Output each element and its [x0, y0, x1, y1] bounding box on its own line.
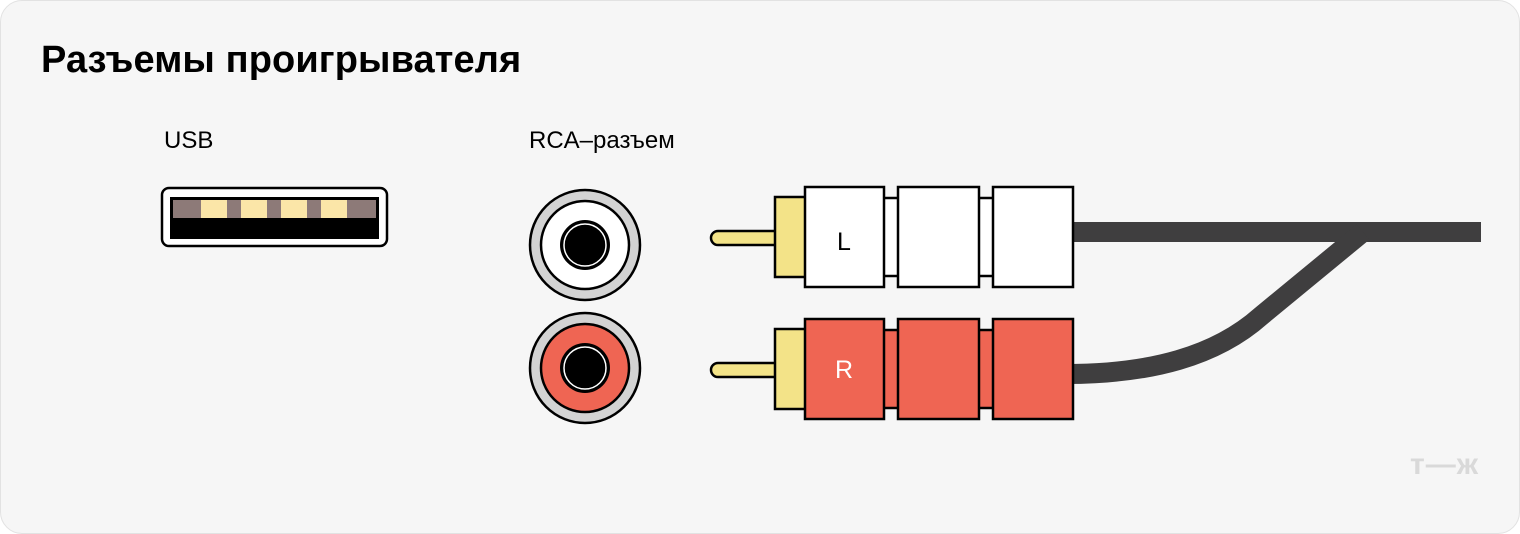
usb-port-icon [160, 186, 389, 248]
rca-socket-left-icon [528, 188, 642, 302]
usb-contact-pin [241, 200, 267, 218]
rca-cable [1065, 222, 1481, 384]
cable-branch [1065, 224, 1370, 384]
rca-socket-right-icon [528, 311, 642, 425]
plug-collar [773, 195, 809, 279]
plug-body-segment [803, 185, 886, 289]
rca-plug-right-icon: R [709, 317, 1075, 421]
plug-body-segment [991, 185, 1075, 289]
plug-right-letter: R [835, 356, 853, 384]
plug-body-segment [896, 317, 981, 421]
page-title: Разъемы проигрывателя [41, 39, 522, 81]
usb-label: USB [164, 127, 214, 154]
usb-contact-pin [321, 200, 347, 218]
plug-body-segment [896, 185, 981, 289]
plug-body-segment [991, 317, 1075, 421]
plug-body-segment [803, 317, 886, 421]
plug-left-letter: L [837, 228, 851, 256]
plug-collar [773, 327, 809, 411]
brand-logo: т—ж [1410, 448, 1479, 481]
rca-label: RCA–разъем [529, 127, 675, 154]
usb-contact-pin [201, 200, 227, 218]
rca-plug-left-icon: L [709, 185, 1075, 289]
usb-contact-pin [281, 200, 307, 218]
